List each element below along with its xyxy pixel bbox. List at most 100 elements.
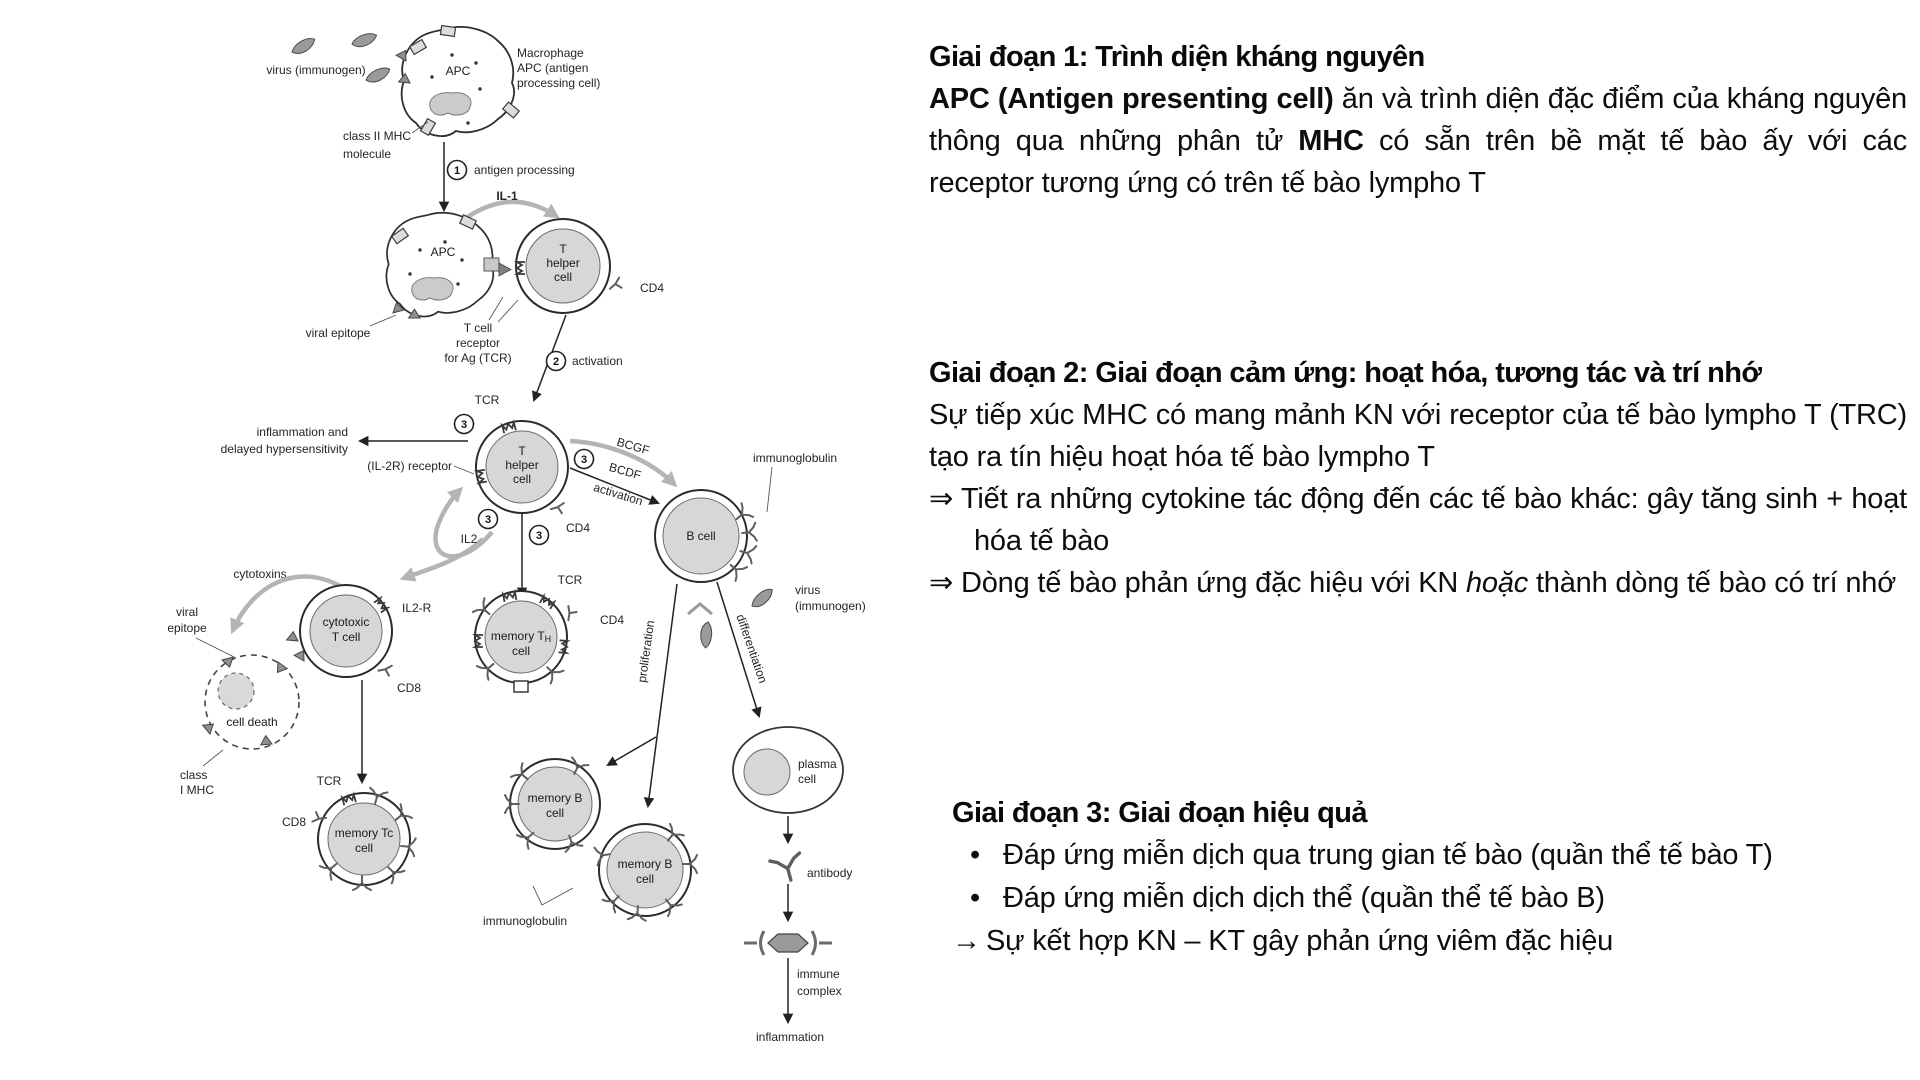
proliferation-label: proliferation [635, 619, 658, 683]
stage2-item-1: ⇒ Tiết ra những cytokine tác động đến cá… [929, 483, 1907, 557]
immune-complex-label: complex [797, 984, 842, 998]
macrophage-label: Macrophage [517, 46, 584, 60]
t-helper-cell-2: T helper cell [475, 420, 569, 518]
svg-text:cell: cell [798, 772, 816, 786]
stage3-arrow-item: →Sự kết hợp KN – KT gây phản ứng viêm đặ… [952, 920, 1892, 963]
bcgf-arrow [569, 438, 678, 488]
virus-icon [349, 31, 379, 50]
apc-macrophage-cell: APC [394, 24, 520, 137]
class1-mhc-label: I MHC [180, 783, 214, 797]
tcr-full-label: receptor [456, 336, 500, 350]
arrow-marker: → [952, 925, 981, 957]
svg-text:cell: cell [512, 644, 530, 658]
svg-text:memory B: memory B [618, 857, 673, 871]
bullet-marker: • [970, 839, 980, 871]
svg-text:memory TH: memory TH [491, 629, 551, 644]
antibody-bracket-icon [759, 930, 766, 956]
cytotoxic-t-cell: cytotoxic T cell [284, 584, 397, 680]
step-3-badge: 3 [528, 524, 550, 546]
cd4-label: CD4 [566, 521, 590, 535]
il2r-receptor-label: (IL-2R) receptor [367, 459, 452, 473]
virus-immunogen-label: virus [795, 583, 820, 597]
svg-text:T cell: T cell [332, 630, 360, 644]
memory-b-cell-2: memory B cell [593, 822, 698, 922]
macrophage-label: processing cell) [517, 76, 600, 90]
memory-tc-cell: memory Tc cell [308, 786, 417, 891]
class2-mhc-label: class II MHC [343, 129, 411, 143]
cytotoxins-arrow [230, 574, 342, 635]
antibody-bracket-icon [810, 930, 817, 956]
bcdf-label: BCDF [607, 460, 642, 482]
stage2-paragraph: Sự tiếp xúc MHC có mang mảnh KN với rece… [929, 399, 1907, 473]
tcr-full-label: T cell [464, 321, 492, 335]
virus-icon [697, 620, 715, 650]
svg-text:helper: helper [505, 458, 538, 472]
stage1-bold-lead: APC (Antigen presenting cell) [929, 83, 1334, 115]
svg-text:cell: cell [355, 841, 373, 855]
stage3-heading: Giai đoạn 3: Giai đoạn hiệu quả [952, 797, 1367, 829]
pointer-line [195, 637, 237, 659]
svg-text:3: 3 [536, 530, 542, 542]
immunoglobulin-label: immunoglobulin [483, 914, 567, 928]
tcr-label: TCR [558, 573, 583, 587]
immune-complex [744, 930, 832, 956]
class2-mhc-label: molecule [343, 147, 391, 161]
class1-mhc-label: class [180, 768, 207, 782]
epitope-icon [284, 630, 299, 644]
svg-text:3: 3 [461, 419, 467, 431]
cd4-label: CD4 [600, 613, 624, 627]
inflammation-dth-label: delayed hypersensitivity [221, 442, 348, 456]
receptor-icon [513, 680, 529, 693]
plasma-cell: plasma cell [732, 726, 844, 814]
stage2-heading: Giai đoạn 2: Giai đoạn cảm ứng: hoạt hóa… [929, 357, 1762, 389]
stage2-item-2: ⇒ Dòng tế bào phản ứng đặc hiệu với KN h… [929, 567, 1897, 599]
macrophage-label: APC (antigen [517, 61, 588, 75]
cell-death-cell: cell death [200, 654, 300, 750]
cd4-icon [561, 602, 580, 622]
virus-immunogen-label: (immunogen) [795, 599, 866, 613]
il2-arrow-to-cytotoxic [399, 537, 485, 582]
activation-label: activation [572, 354, 623, 368]
b-cell: B cell [654, 489, 758, 583]
viral-epitope-label: epitope [167, 621, 207, 635]
presented-antigen-icon [498, 262, 512, 277]
mhc-molecule-icon [439, 24, 457, 38]
differentiation-line [716, 581, 762, 719]
svg-text:cell: cell [636, 872, 654, 886]
memory-th-cell: memory TH cell [471, 590, 580, 693]
epitope-icon [274, 661, 289, 676]
immunology-diagram: virus (immunogen) APC Macrophage APC (an… [167, 24, 866, 1044]
stage1-paragraph: APC (Antigen presenting cell) ăn và trìn… [929, 83, 1907, 199]
epitope-icon [221, 654, 238, 670]
cd8-label: CD8 [282, 815, 306, 829]
uptake-chevron [687, 602, 713, 616]
immunoglobulin-label: immunoglobulin [753, 451, 837, 465]
viral-epitope-label: viral [176, 605, 198, 619]
svg-text:plasma: plasma [798, 757, 837, 771]
pointer-line [202, 749, 224, 767]
activation-arrow-bcell [569, 467, 660, 505]
apc-cell-2: APC [385, 211, 512, 322]
pointer-line [453, 465, 475, 475]
bullet-marker: • [970, 882, 980, 914]
svg-text:T: T [559, 242, 567, 256]
svg-text:cell death: cell death [226, 715, 277, 729]
svg-text:3: 3 [581, 454, 587, 466]
stage2-block: Giai đoạn 2: Giai đoạn cảm ứng: hoạt hóa… [929, 352, 1907, 604]
pointer-line [411, 121, 429, 134]
proliferation-line [643, 583, 678, 809]
svg-text:3: 3 [485, 514, 491, 526]
double-arrow-marker: ⇒ [929, 567, 954, 599]
memory-b-cell-1: memory B cell [504, 756, 601, 853]
inflammation-label: inflammation [756, 1030, 824, 1044]
svg-text:2: 2 [553, 356, 559, 368]
t-helper-cell-1: T helper cell [515, 218, 625, 314]
step-2-badge: 2 [545, 350, 567, 372]
differentiation-label: differentiation [733, 612, 770, 684]
activation-label: activation [592, 480, 645, 508]
cd4-label: CD4 [640, 281, 664, 295]
svg-text:cytotoxic: cytotoxic [323, 615, 370, 629]
branch-to-memory-b1 [606, 736, 657, 767]
pointer-line [488, 296, 519, 323]
